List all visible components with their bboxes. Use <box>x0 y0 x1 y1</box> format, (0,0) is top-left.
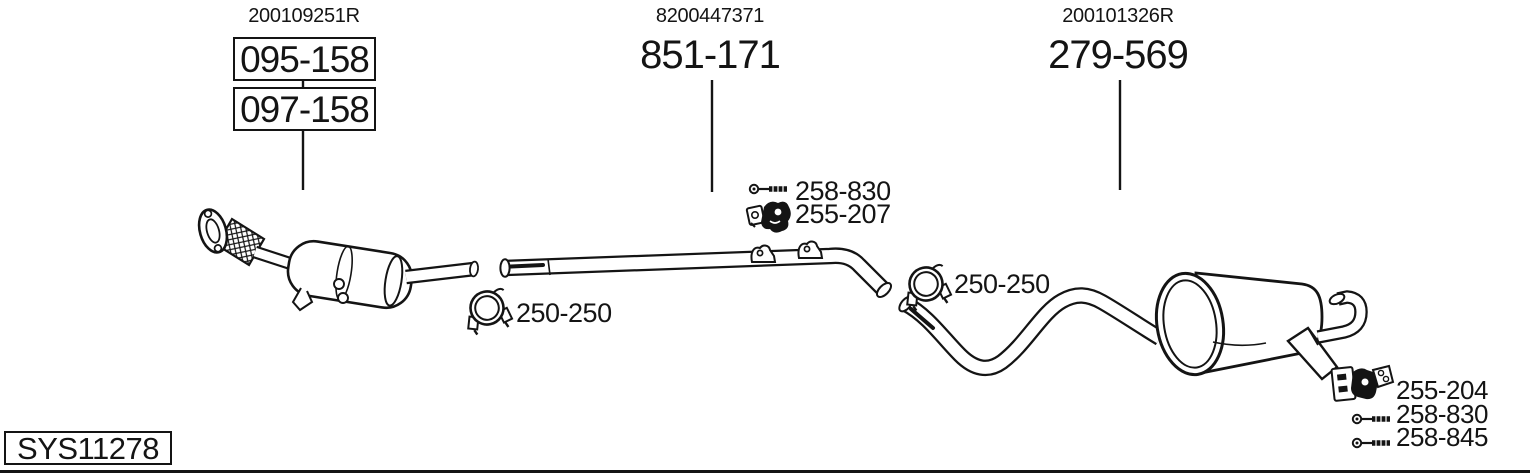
pipe-hanger-bracket <box>750 244 776 263</box>
centre-pipe-drawing <box>499 240 893 299</box>
front-pipe-catalytic-converter-drawing <box>197 208 479 312</box>
bolt-icon <box>1353 439 1390 447</box>
bolt-icon <box>750 185 787 193</box>
callout-clamp-front[interactable]: 250-250 <box>516 298 612 328</box>
oe-reference-rear: 200101326R <box>1062 5 1174 27</box>
part-number-front-a[interactable]: 095-158 <box>233 37 376 81</box>
part-number-centre[interactable]: 851-171 <box>640 33 781 77</box>
system-code: SYS11278 <box>17 430 159 466</box>
pipe-clamp-icon <box>460 285 516 338</box>
oe-reference-front: 200109251R <box>248 5 360 27</box>
callout-bolt-rear-2[interactable]: 258-845 <box>1396 422 1488 452</box>
rear-silencer-drawing <box>898 271 1368 381</box>
pipe-clamp-icon <box>899 261 955 314</box>
rubber-mount-icon <box>1330 364 1395 402</box>
bolt-icon <box>1353 415 1390 423</box>
callout-mount-rear[interactable]: 255-204 <box>1396 375 1488 405</box>
system-code-box: SYS11278 <box>4 431 172 465</box>
callout-bolt-rear-1[interactable]: 258-830 <box>1396 399 1488 429</box>
callout-mount-centre[interactable]: 255-207 <box>795 199 891 229</box>
leader-lines <box>301 80 1122 192</box>
callout-clamp-rear[interactable]: 250-250 <box>954 269 1050 299</box>
part-number-rear[interactable]: 279-569 <box>1048 33 1189 77</box>
callout-bolt-centre[interactable]: 258-830 <box>795 176 891 206</box>
oe-reference-centre: 8200447371 <box>655 5 765 27</box>
part-number-front-b[interactable]: 097-158 <box>233 87 376 131</box>
pipe-hanger-bracket <box>797 240 823 259</box>
rubber-mount-icon <box>745 201 791 233</box>
bottom-rule <box>0 470 1530 473</box>
